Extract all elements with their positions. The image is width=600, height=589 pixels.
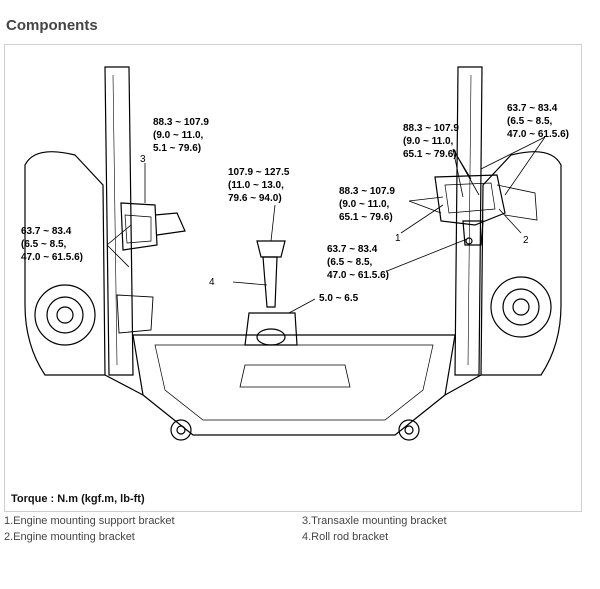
- svg-text:(9.0 ~ 11.0,: (9.0 ~ 11.0,: [403, 136, 454, 147]
- svg-text:(9.0 ~ 11.0,: (9.0 ~ 11.0,: [153, 130, 204, 141]
- page-title: Components: [6, 17, 98, 34]
- torque-units-label: Torque : N.m (kgf.m, lb-ft): [11, 493, 145, 505]
- svg-text:88.3 ~ 107.9: 88.3 ~ 107.9: [153, 117, 209, 128]
- legend-item-3: 3.Transaxle mounting bracket: [302, 515, 447, 527]
- torque-callout-right-mid: 88.3 ~ 107.9 (9.0 ~ 11.0, 65.1 ~ 79.6): [339, 186, 395, 223]
- svg-text:63.7 ~ 83.4: 63.7 ~ 83.4: [327, 244, 378, 255]
- part-number-1: 1: [395, 233, 401, 244]
- svg-text:(6.5 ~ 8.5,: (6.5 ~ 8.5,: [21, 239, 67, 250]
- svg-text:107.9 ~ 127.5: 107.9 ~ 127.5: [228, 167, 290, 178]
- svg-text:(6.5 ~ 8.5,: (6.5 ~ 8.5,: [507, 116, 553, 127]
- svg-text:47.0 ~ 61.5.6): 47.0 ~ 61.5.6): [507, 129, 569, 140]
- torque-callout-left-lower: 63.7 ~ 83.4 (6.5 ~ 8.5, 47.0 ~ 61.5.6): [21, 226, 83, 263]
- part-number-2: 2: [523, 235, 529, 246]
- svg-text:(9.0 ~ 11.0,: (9.0 ~ 11.0,: [339, 199, 390, 210]
- torque-callout-center: 107.9 ~ 127.5 (11.0 ~ 13.0, 79.6 ~ 94.0): [228, 167, 290, 204]
- torque-callout-center-small: 5.0 ~ 6.5: [319, 293, 359, 304]
- subframe-drawing: 88.3 ~ 107.9 (9.0 ~ 11.0, 5.1 ~ 79.6) 63…: [21, 66, 569, 441]
- svg-text:47.0 ~ 61.5.6): 47.0 ~ 61.5.6): [327, 270, 389, 281]
- svg-text:(6.5 ~ 8.5,: (6.5 ~ 8.5,: [327, 257, 373, 268]
- torque-callout-right-upper: 88.3 ~ 107.9 (9.0 ~ 11.0, 65.1 ~ 79.6): [403, 123, 459, 160]
- svg-text:63.7 ~ 83.4: 63.7 ~ 83.4: [21, 226, 72, 237]
- part-number-3: 3: [140, 154, 146, 165]
- components-diagram: 88.3 ~ 107.9 (9.0 ~ 11.0, 5.1 ~ 79.6) 63…: [4, 44, 582, 512]
- svg-text:79.6 ~ 94.0): 79.6 ~ 94.0): [228, 193, 282, 204]
- svg-text:88.3 ~ 107.9: 88.3 ~ 107.9: [403, 123, 459, 134]
- svg-text:63.7 ~ 83.4: 63.7 ~ 83.4: [507, 103, 558, 114]
- legend-item-1: 1.Engine mounting support bracket: [4, 515, 175, 527]
- legend-item-2: 2.Engine mounting bracket: [4, 531, 135, 543]
- torque-callout-right-low: 63.7 ~ 83.4 (6.5 ~ 8.5, 47.0 ~ 61.5.6): [327, 244, 389, 281]
- legend-item-4: 4.Roll rod bracket: [302, 531, 389, 543]
- part-number-4: 4: [209, 277, 215, 288]
- torque-callout-right-top: 63.7 ~ 83.4 (6.5 ~ 8.5, 47.0 ~ 61.5.6): [507, 103, 569, 140]
- torque-callout-left-upper: 88.3 ~ 107.9 (9.0 ~ 11.0, 5.1 ~ 79.6): [153, 117, 209, 154]
- svg-text:88.3 ~ 107.9: 88.3 ~ 107.9: [339, 186, 395, 197]
- svg-text:65.1 ~ 79.6): 65.1 ~ 79.6): [403, 149, 457, 160]
- svg-text:65.1 ~ 79.6): 65.1 ~ 79.6): [339, 212, 393, 223]
- svg-text:47.0 ~ 61.5.6): 47.0 ~ 61.5.6): [21, 252, 83, 263]
- svg-text:(11.0 ~ 13.0,: (11.0 ~ 13.0,: [228, 180, 284, 191]
- svg-text:5.1 ~ 79.6): 5.1 ~ 79.6): [153, 143, 201, 154]
